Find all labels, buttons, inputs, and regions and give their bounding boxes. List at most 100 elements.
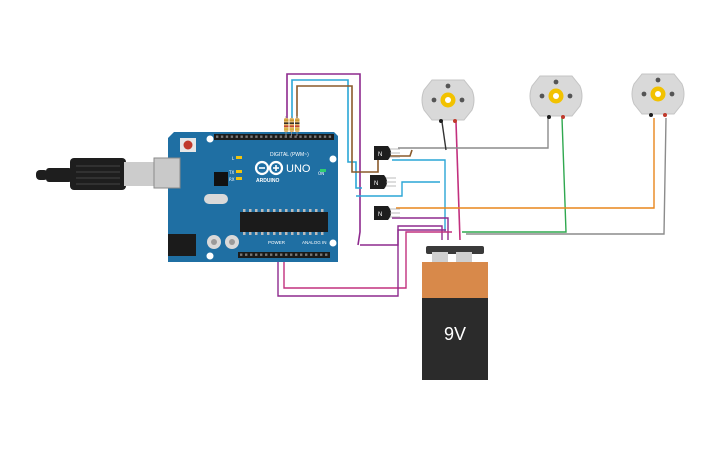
motor-terminal[interactable]	[649, 113, 653, 117]
motor-terminal[interactable]	[453, 119, 457, 123]
header-pin[interactable]	[304, 135, 307, 138]
dc-motor[interactable]	[421, 79, 475, 123]
chip-pin	[261, 209, 264, 212]
header-pin[interactable]	[289, 135, 292, 138]
wire-gray-m3[interactable]	[466, 117, 667, 235]
resistor[interactable]	[295, 116, 300, 136]
wire-orange-m3[interactable]	[396, 118, 655, 209]
header-pin[interactable]	[260, 135, 263, 138]
dc-motor[interactable]	[529, 75, 583, 119]
resistors	[284, 116, 300, 136]
header-pin[interactable]	[299, 135, 302, 138]
wire-purple-header[interactable]	[286, 73, 361, 246]
chip-pin	[267, 232, 270, 235]
header-pin[interactable]	[225, 135, 229, 138]
motor-terminal[interactable]	[663, 113, 667, 117]
header-pin[interactable]	[318, 135, 322, 138]
wire-cyan-t2[interactable]	[356, 181, 440, 197]
motor-terminal[interactable]	[547, 115, 551, 119]
chip-pin	[291, 232, 294, 235]
wire-purple-power[interactable]	[277, 229, 446, 297]
wire-green-m2[interactable]	[462, 117, 567, 233]
motor-terminal[interactable]	[561, 115, 565, 119]
header-pin[interactable]	[300, 253, 303, 256]
header-pin[interactable]	[274, 135, 278, 138]
chip-pin	[291, 209, 294, 212]
motor-screw	[459, 97, 465, 103]
npn-transistor[interactable]: N	[374, 146, 400, 160]
resistor-band	[289, 125, 294, 127]
wire-gray-m1[interactable]	[398, 118, 549, 149]
header-pin[interactable]	[280, 253, 283, 256]
chip-pin	[321, 232, 324, 235]
npn-transistor[interactable]: N	[374, 206, 400, 220]
resistor-band	[289, 128, 294, 130]
header-pin[interactable]	[320, 253, 323, 256]
header-pin[interactable]	[265, 253, 268, 256]
header-pin[interactable]	[295, 253, 298, 256]
header-pin[interactable]	[284, 135, 287, 138]
chip-pin	[279, 232, 282, 235]
wire-magenta-m1[interactable]	[455, 121, 461, 241]
resistor[interactable]	[284, 116, 289, 136]
header-pin[interactable]	[314, 135, 317, 138]
wire-brown-header[interactable]	[296, 85, 413, 173]
header-pin[interactable]	[245, 135, 248, 138]
header-pin[interactable]	[275, 253, 278, 256]
wire-black-m1[interactable]	[441, 121, 447, 151]
battery-body	[422, 298, 488, 380]
header-pin[interactable]	[290, 253, 293, 256]
header-pin[interactable]	[245, 253, 248, 256]
header-pin[interactable]	[216, 135, 219, 138]
reset-button[interactable]	[183, 140, 193, 150]
header-pin[interactable]	[235, 135, 238, 138]
chip-pin	[249, 209, 252, 212]
header-pin[interactable]	[230, 135, 234, 138]
chip-pin	[303, 209, 306, 212]
chip-pin	[309, 209, 312, 212]
transistor-label: N	[374, 181, 378, 187]
resistor-band	[289, 119, 294, 121]
header-pin[interactable]	[309, 135, 312, 138]
arduino-uno-board[interactable]: DIGITAL (PWM~) L TX RX ON ARDUINO UNO	[153, 132, 338, 262]
wire-purple-t3b[interactable]	[360, 225, 443, 246]
header-pin[interactable]	[328, 135, 332, 138]
header-pin[interactable]	[250, 135, 253, 138]
header-pin[interactable]	[270, 253, 273, 256]
wire-magenta-power[interactable]	[283, 231, 452, 289]
wire-cyan-header[interactable]	[291, 79, 362, 189]
dc-motor[interactable]	[631, 73, 685, 117]
resistor-band	[295, 125, 300, 127]
header-pin[interactable]	[240, 253, 243, 256]
header-pin[interactable]	[323, 135, 327, 138]
motor-terminal[interactable]	[439, 119, 443, 123]
header-pin[interactable]	[310, 253, 313, 256]
wire-purple-t3[interactable]	[392, 217, 449, 240]
header-pin[interactable]	[220, 135, 224, 138]
header-pin[interactable]	[285, 253, 288, 256]
motor-screw	[655, 77, 661, 83]
header-pin[interactable]	[325, 253, 328, 256]
battery-9v[interactable]: 9V	[422, 246, 488, 380]
mount-hole	[206, 252, 214, 260]
header-pin[interactable]	[265, 135, 268, 138]
resistor[interactable]	[289, 116, 295, 136]
npn-transistor[interactable]: N	[370, 175, 396, 189]
header-pin[interactable]	[260, 253, 263, 256]
header-pin[interactable]	[315, 253, 318, 256]
usb-interface-chip	[214, 172, 228, 186]
motor-shaft	[445, 97, 451, 103]
led-label-l: L	[232, 156, 235, 161]
header-pin[interactable]	[255, 135, 258, 138]
motor-screw	[669, 91, 675, 97]
header-pin[interactable]	[305, 253, 308, 256]
battery-label: 9V	[444, 324, 466, 344]
led-l-indicator	[236, 156, 242, 159]
header-pin[interactable]	[255, 253, 258, 256]
header-pin[interactable]	[294, 135, 297, 138]
header-pin[interactable]	[269, 135, 273, 138]
header-pin[interactable]	[240, 135, 243, 138]
header-pin[interactable]	[279, 135, 283, 138]
header-pin[interactable]	[250, 253, 253, 256]
